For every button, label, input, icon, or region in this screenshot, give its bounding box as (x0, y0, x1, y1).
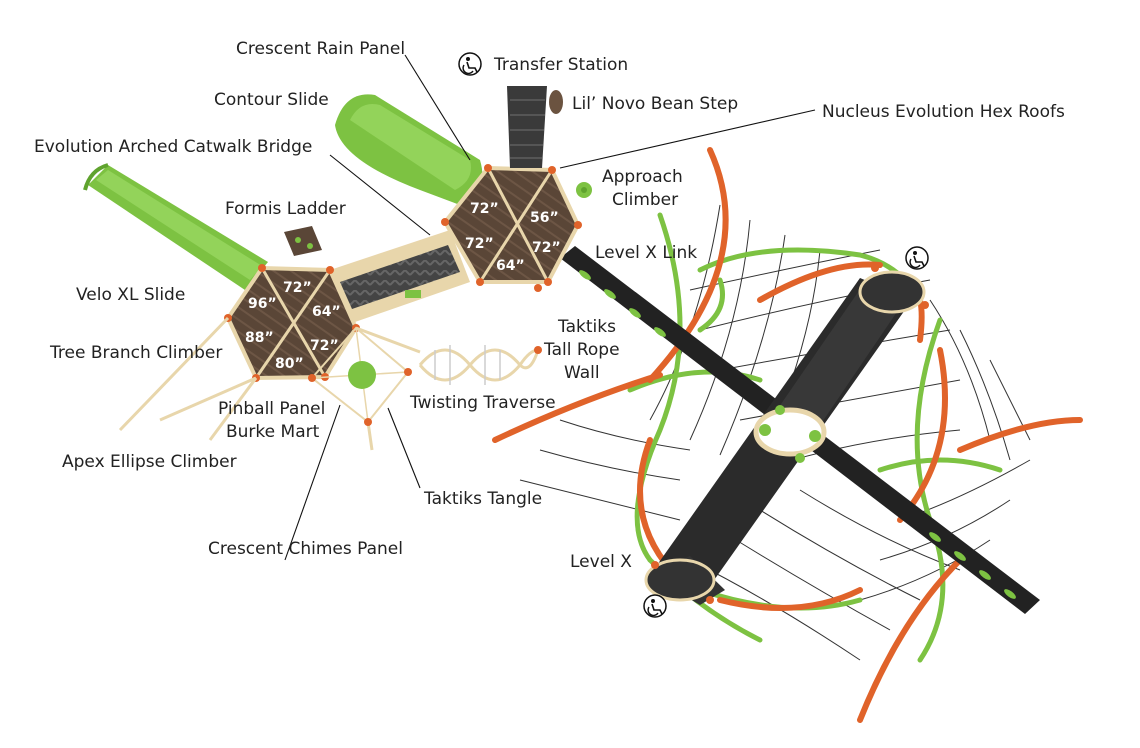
deck-height: 72” (310, 338, 339, 354)
pinball-panel (348, 361, 376, 389)
evolution-arched-catwalk-bridge (330, 230, 470, 322)
deck-height: 64” (312, 304, 341, 320)
deck-height: 72” (532, 240, 561, 256)
accessibility-icon (905, 246, 929, 270)
deck-height: 96” (248, 296, 277, 312)
labels: Crescent Rain Panel Transfer Station Con… (34, 39, 1065, 572)
deck-height: 64” (496, 258, 525, 274)
deck-height: 72” (465, 236, 494, 252)
level-x-orange-arcs (492, 147, 1083, 723)
deck-height: 80” (275, 356, 304, 372)
contour-slide (335, 94, 483, 205)
deck-heights-right: 72” 56” 72” 72” 64” (465, 201, 561, 274)
label-approach-climber: Approach (602, 167, 683, 187)
label-taktiks-tall-rope-wall: Taktiks (557, 317, 616, 337)
label-apex-ellipse-climber: Apex Ellipse Climber (62, 452, 237, 472)
label-evolution-arched-catwalk-bridge: Evolution Arched Catwalk Bridge (34, 137, 312, 157)
label-crescent-chimes-panel: Crescent Chimes Panel (208, 539, 403, 559)
label-crescent-rain-panel: Crescent Rain Panel (236, 39, 405, 59)
accessibility-icon (458, 52, 482, 76)
level-x (492, 147, 1083, 723)
velo-xl-slide (83, 163, 268, 290)
label-level-x: Level X (570, 552, 632, 572)
deck-height: 72” (283, 280, 312, 296)
label-lil-novo-bean-step: Lil’ Novo Bean Step (572, 94, 738, 114)
twisting-traverse (418, 345, 540, 385)
deck-height: 88” (245, 330, 274, 346)
formis-ladder (284, 226, 322, 256)
label-tree-branch-climber: Tree Branch Climber (49, 343, 222, 363)
transfer-station (507, 86, 547, 168)
leader-lines (284, 54, 816, 561)
right-hex-deck (441, 164, 582, 286)
deck-height: 56” (530, 210, 559, 226)
approach-climber (576, 182, 592, 198)
label-taktiks-tall-rope-wall: Tall Rope (543, 340, 620, 360)
post-caps (308, 284, 542, 426)
label-burke-mart: Burke Mart (226, 422, 320, 442)
label-taktiks-tall-rope-wall: Wall (564, 363, 600, 383)
label-twisting-traverse: Twisting Traverse (409, 393, 556, 413)
label-pinball-panel: Pinball Panel (218, 399, 325, 419)
label-formis-ladder: Formis Ladder (225, 199, 346, 219)
label-taktiks-tangle: Taktiks Tangle (423, 489, 542, 509)
deck-height: 72” (470, 201, 499, 217)
label-level-x-link: Level X Link (595, 243, 697, 263)
level-x-posts (651, 264, 929, 604)
lil-novo-bean-step (549, 90, 563, 114)
label-transfer-station: Transfer Station (493, 55, 628, 75)
level-x-beam (644, 270, 926, 605)
label-approach-climber: Climber (612, 190, 678, 210)
deck-heights-left: 96” 72” 64” 88” 72” 80” (245, 280, 341, 372)
label-nucleus-evolution-hex-roofs: Nucleus Evolution Hex Roofs (822, 102, 1065, 122)
label-velo-xl-slide: Velo XL Slide (76, 285, 185, 305)
accessibility-icon (643, 594, 667, 618)
label-contour-slide: Contour Slide (214, 90, 329, 110)
